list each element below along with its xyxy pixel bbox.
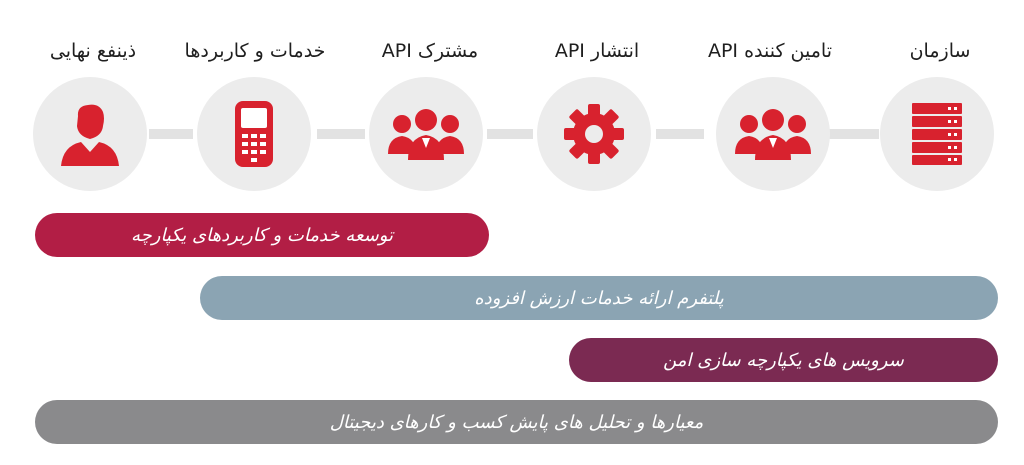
user-icon <box>61 104 119 166</box>
stage-label-organization: سازمان <box>909 40 971 62</box>
stage-label-api-subscriber: مشترک API <box>381 40 479 62</box>
mobile-phone-icon <box>235 101 273 167</box>
bar-digital-business-monitoring-metrics: معیارها و تحلیل های پایش کسب و کارهای دی… <box>35 400 998 444</box>
bar-value-added-services-platform: پلتفرم ارائه خدمات ارزش افزوده <box>200 276 998 320</box>
connector-line <box>317 129 365 139</box>
stage-label-api-provider: تامین کننده API <box>707 40 833 62</box>
stage-circle-api-provider <box>716 77 830 191</box>
stage-label-services-apps: خدمات و کاربردها <box>184 40 326 62</box>
stage-circle-api-subscriber <box>369 77 483 191</box>
people-group-icon <box>388 109 464 160</box>
connector-line <box>829 129 879 139</box>
gear-icon <box>564 104 624 164</box>
connector-line <box>487 129 533 139</box>
connector-line <box>149 129 193 139</box>
stage-circle-end-beneficiary <box>33 77 147 191</box>
people-group-icon <box>735 109 811 160</box>
bar-secure-integration-services: سرویس های یکپارچه سازی امن <box>569 338 998 382</box>
stage-circle-organization <box>880 77 994 191</box>
connector-line <box>656 129 704 139</box>
stage-circle-api-publish <box>537 77 651 191</box>
stage-label-api-publish: انتشار API <box>554 40 640 62</box>
stage-label-end-beneficiary: ذینفع نهایی <box>49 40 137 62</box>
server-icon <box>912 103 962 165</box>
bar-integrated-services-development: توسعه خدمات و کاربردهای یکپارچه <box>35 213 489 257</box>
stage-circle-services-apps <box>197 77 311 191</box>
